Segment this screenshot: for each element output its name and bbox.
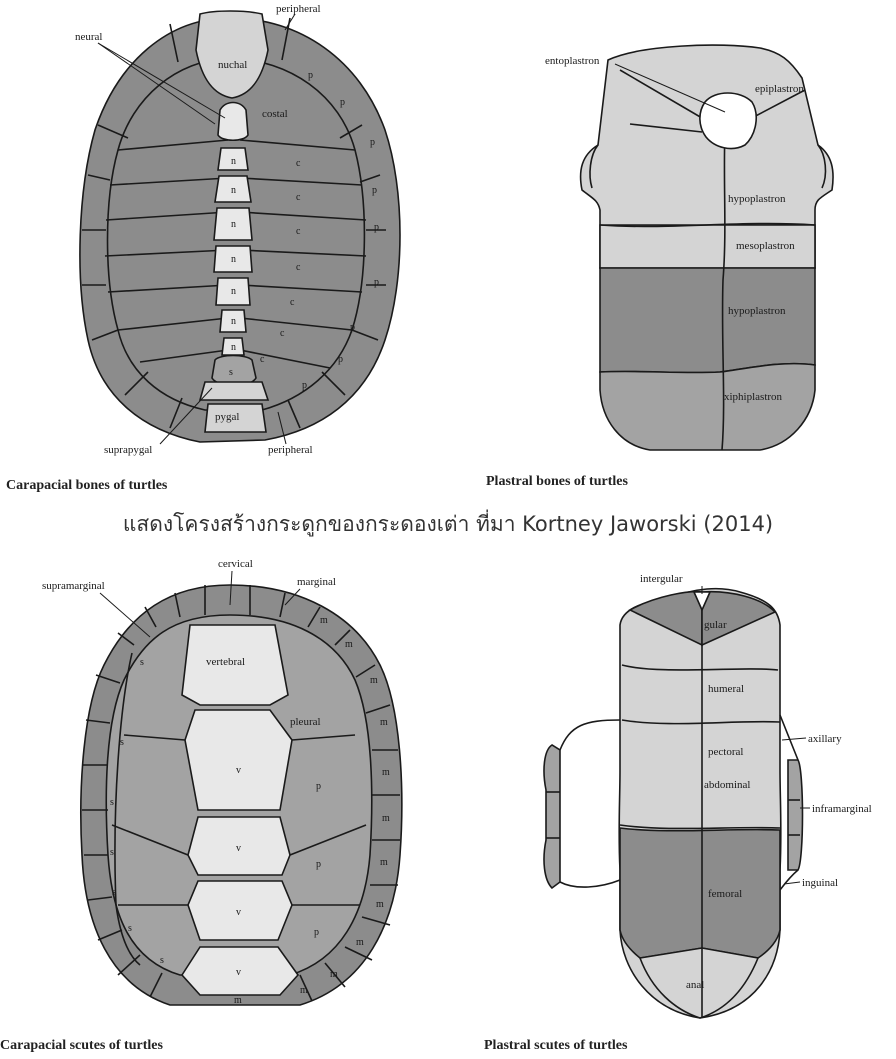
carapacial-bones-caption: Carapacial bones of turtles <box>6 478 167 494</box>
marginal-m-6: m <box>382 813 390 824</box>
costal-c-6: c <box>280 328 285 339</box>
supramarginal-s-1: s <box>140 657 144 668</box>
hypoplastron-upper-label: hypoplastron <box>728 193 786 205</box>
marginal-m-4: m <box>380 717 388 728</box>
peripheral-p-9: p <box>302 380 307 391</box>
suprapygal-s-label: s <box>229 367 233 378</box>
neural-n-4: n <box>231 254 236 265</box>
pleural-label: pleural <box>290 716 321 728</box>
marginal-m-2: m <box>345 639 353 650</box>
peripheral-top-label: peripheral <box>276 3 321 15</box>
costal-c-2: c <box>296 192 301 203</box>
neural-label: neural <box>75 31 102 43</box>
inguinal-label: inguinal <box>802 877 838 889</box>
marginal-m-10: m <box>330 969 338 980</box>
vertebral-v-2: v <box>236 843 241 854</box>
entoplastron-label: entoplastron <box>545 55 600 67</box>
costal-c-7: c <box>260 354 265 365</box>
pectoral-label: pectoral <box>708 746 743 758</box>
pygal-label: pygal <box>215 411 239 423</box>
marginal-label: marginal <box>297 576 336 588</box>
suprapygal-label: suprapygal <box>104 444 152 456</box>
peripheral-p-7: p <box>350 322 355 333</box>
supramarginal-s-5: s <box>112 887 116 898</box>
mesoplastron-label: mesoplastron <box>736 240 795 252</box>
peripheral-p-3: p <box>370 137 375 148</box>
peripheral-p-2: p <box>340 97 345 108</box>
peripheral-p-4: p <box>372 185 377 196</box>
peripheral-p-1: p <box>308 70 313 81</box>
costal-label: costal <box>262 108 288 120</box>
peripheral-p-6: p <box>374 277 379 288</box>
inframarginal-label: inframarginal <box>812 803 872 815</box>
marginal-m-12: m <box>234 995 242 1006</box>
supramarginal-s-3: s <box>110 797 114 808</box>
hypoplastron-lower-label: hypoplastron <box>728 305 786 317</box>
carapacial-bones-diagram: peripheral neural nuchal costal n n n n … <box>0 0 430 470</box>
marginal-m-5: m <box>382 767 390 778</box>
supramarginal-s-4: s <box>110 847 114 858</box>
marginal-m-9: m <box>356 937 364 948</box>
xiphiplastron-label: xiphiplastron <box>724 391 783 403</box>
neural-n-3: n <box>231 219 236 230</box>
supramarginal-s-6: s <box>128 923 132 934</box>
plastral-bones-diagram: entoplastron epiplastron hypoplastron me… <box>520 20 860 460</box>
supramarginal-s-2: s <box>120 737 124 748</box>
marginal-m-8: m <box>376 899 384 910</box>
costal-c-4: c <box>296 262 301 273</box>
supramarginal-label: supramarginal <box>42 580 105 592</box>
humeral-label: humeral <box>708 683 744 695</box>
supramarginal-s-7: s <box>160 955 164 966</box>
vertebral-v-1: v <box>236 765 241 776</box>
femoral-label: femoral <box>708 888 742 900</box>
nuchal-label: nuchal <box>218 59 247 71</box>
peripheral-p-8: p <box>338 354 343 365</box>
marginal-m-3: m <box>370 675 378 686</box>
abdominal-label: abdominal <box>704 779 750 791</box>
pleural-p-1: p <box>316 781 321 792</box>
anal-label: anal <box>686 979 704 991</box>
pleural-p-3: p <box>314 927 319 938</box>
plastral-scutes-caption: Plastral scutes of turtles <box>484 1038 627 1054</box>
carapacial-scutes-caption: Carapacial scutes of turtles <box>0 1038 163 1054</box>
neural-n-5: n <box>231 286 236 297</box>
neural-n-7: n <box>231 342 236 353</box>
marginal-m-7: m <box>380 857 388 868</box>
vertebral-v-4: v <box>236 967 241 978</box>
marginal-m-1: m <box>320 615 328 626</box>
carapacial-scutes-diagram: cervical supramarginal marginal vertebra… <box>0 555 440 1035</box>
marginal-m-11: m <box>300 985 308 996</box>
epiplastron-label: epiplastron <box>755 83 804 95</box>
intergular-label: intergular <box>640 573 683 585</box>
pleural-p-2: p <box>316 859 321 870</box>
vertebral-v-3: v <box>236 907 241 918</box>
cervical-label: cervical <box>218 558 253 570</box>
neural-n-1: n <box>231 156 236 167</box>
costal-c-1: c <box>296 158 301 169</box>
vertebral-label: vertebral <box>206 656 245 668</box>
source-line: แสดงโครงสร้างกระดูกของกระดองเต่า ที่มา K… <box>0 508 896 541</box>
plastral-bones-caption: Plastral bones of turtles <box>486 474 628 490</box>
axillary-label: axillary <box>808 733 842 745</box>
plastral-scutes-diagram: intergular gular humeral axillary pector… <box>530 570 896 1030</box>
peripheral-p-5: p <box>374 222 379 233</box>
gular-label: gular <box>704 619 727 631</box>
peripheral-bottom-label: peripheral <box>268 444 313 456</box>
costal-c-3: c <box>296 226 301 237</box>
neural-n-2: n <box>231 185 236 196</box>
costal-c-5: c <box>290 297 295 308</box>
neural-n-6: n <box>231 316 236 327</box>
